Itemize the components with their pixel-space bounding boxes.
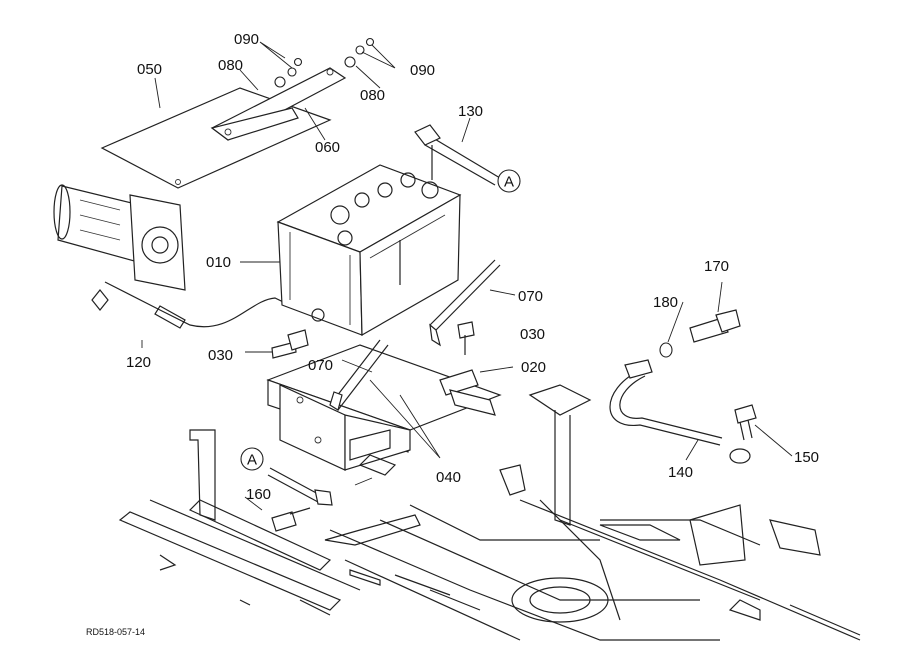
drawing-code: RD518-057-14 [86, 627, 145, 637]
leader-lines [141, 41, 793, 511]
ground-cable [609, 359, 751, 464]
part-label-020: 020 [521, 359, 546, 376]
hold-rods [329, 259, 501, 411]
part-label-180: 180 [653, 294, 678, 311]
bolt-150 [734, 404, 757, 441]
battery-stand [266, 344, 502, 476]
part-label-130: 130 [458, 103, 483, 120]
part-label-060: 060 [315, 139, 340, 156]
part-label-080-left: 080 [218, 57, 243, 74]
battery-cable-130 [414, 124, 501, 186]
part-label-070-upper: 070 [518, 288, 543, 305]
chassis-frame [118, 429, 861, 641]
part-label-170: 170 [704, 258, 729, 275]
part-label-090-left: 090 [234, 31, 259, 48]
part-label-090-right: 090 [410, 62, 435, 79]
part-label-160: 160 [246, 486, 271, 503]
part-label-140: 140 [668, 464, 693, 481]
battery [276, 164, 462, 337]
part-label-050: 050 [137, 61, 162, 78]
connection-marker-a-upper: A [497, 169, 521, 193]
frame-bracket [528, 384, 592, 526]
part-labels: 050 080 090 090 080 060 130 010 070 170 … [126, 31, 819, 503]
part-label-120: 120 [126, 354, 151, 371]
part-label-070-lower: 070 [308, 357, 333, 374]
starter-motor [53, 184, 186, 311]
connection-marker-letter: A [504, 174, 514, 191]
connection-marker-letter: A [247, 452, 257, 469]
bolt-160 [267, 467, 333, 532]
part-label-080-right: 080 [360, 87, 385, 104]
battery-holder-bar [210, 67, 347, 141]
part-label-040: 040 [436, 469, 461, 486]
part-label-030-right: 030 [520, 326, 545, 343]
connection-marker-a-lower: A [240, 447, 264, 471]
bolts-030 [271, 321, 475, 359]
bolt-170 [659, 309, 741, 358]
starter-cable [104, 281, 311, 329]
part-label-030-left: 030 [208, 347, 233, 364]
part-label-150: 150 [794, 449, 819, 466]
part-label-010: 010 [206, 254, 231, 271]
